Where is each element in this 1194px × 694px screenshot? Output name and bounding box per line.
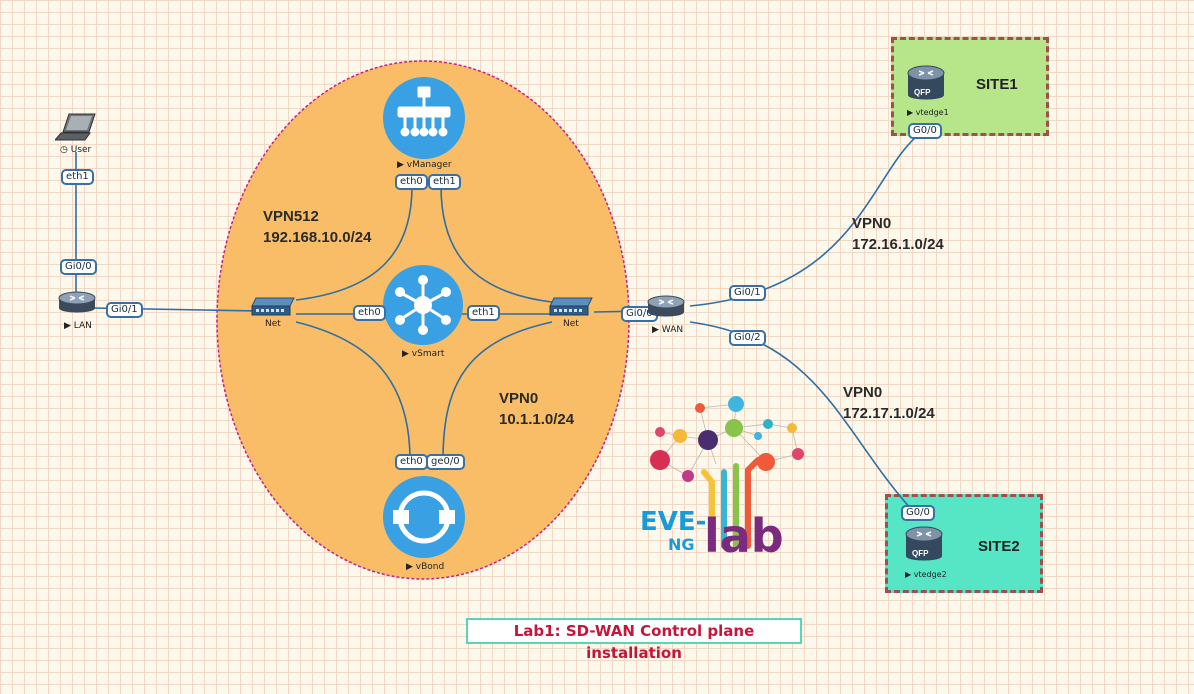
vedge1-badge: QFP <box>914 88 931 97</box>
port-vedge2-g00[interactable]: G0/0 <box>901 505 935 521</box>
vedge1-node-label: ▶ vtedge1 <box>907 108 949 117</box>
port-vbond-eth0[interactable]: eth0 <box>395 454 428 470</box>
vpn0-transport-label: VPN0 10.1.1.0/24 <box>499 390 575 428</box>
play-icon: ▶ <box>406 562 413 572</box>
vpn0-site2-label: VPN0 172.17.1.0/24 <box>843 384 935 422</box>
site2-label: SITE2 <box>978 538 1020 555</box>
eve-ng-logo: EVE- NG lab <box>640 396 804 560</box>
vmanager-icon[interactable] <box>383 77 465 159</box>
port-vmanager-eth1[interactable]: eth1 <box>428 174 461 190</box>
vedge2-router-icon[interactable] <box>904 524 944 566</box>
vpn0-site1-label: VPN0 172.16.1.0/24 <box>852 215 944 253</box>
port-vmanager-eth0[interactable]: eth0 <box>395 174 428 190</box>
play-icon: ▶ <box>652 325 659 335</box>
clock-icon: ◷ <box>60 145 68 155</box>
logo-lab-text: lab <box>704 509 784 560</box>
user-node-label: ◷ User <box>60 145 92 155</box>
switch-right-icon[interactable] <box>548 296 594 318</box>
link-net-vmanager[interactable] <box>295 185 413 301</box>
net-left-label: Net <box>265 319 281 329</box>
port-lan-gi00[interactable]: Gi0/0 <box>60 259 97 275</box>
port-wan-gi02[interactable]: Gi0/2 <box>729 330 766 346</box>
port-user-eth1[interactable]: eth1 <box>61 169 94 185</box>
switch-left-icon[interactable] <box>250 296 296 318</box>
play-icon: ▶ <box>905 570 912 579</box>
vsmart-node-label: ▶ vSmart <box>402 349 445 359</box>
lan-router-icon[interactable] <box>56 289 98 319</box>
vpn512-label: VPN512 192.168.10.0/24 <box>263 208 372 246</box>
vedge2-node-label: ▶ vtedge2 <box>905 570 947 579</box>
link-vmanager-net[interactable] <box>440 185 553 303</box>
vedge2-badge: QFP <box>912 549 929 558</box>
link-net-vbond[interactable] <box>295 321 411 461</box>
net-right-label: Net <box>563 319 579 329</box>
port-vsmart-eth1[interactable]: eth1 <box>467 305 500 321</box>
logo-ng-text: NG <box>668 535 695 554</box>
vmanager-node-label: ▶ vManager <box>397 160 452 170</box>
site1-label: SITE1 <box>976 76 1018 93</box>
logo-eve-text: EVE- <box>640 507 706 537</box>
wan-node-label: ▶ WAN <box>652 325 684 335</box>
play-icon: ▶ <box>907 108 914 117</box>
link-vbond-net[interactable] <box>442 321 553 461</box>
wan-router-icon[interactable] <box>645 293 687 323</box>
laptop-icon[interactable] <box>55 112 99 144</box>
vedge1-router-icon[interactable] <box>906 63 946 105</box>
port-vsmart-eth0[interactable]: eth0 <box>353 305 386 321</box>
lab-title: Lab1: SD-WAN Control plane installation <box>466 618 802 662</box>
lan-node-label: ▶ LAN <box>64 321 92 331</box>
vbond-node-label: ▶ vBond <box>406 562 445 572</box>
play-icon: ▶ <box>64 321 71 331</box>
vbond-icon[interactable] <box>383 476 465 558</box>
play-icon: ▶ <box>402 349 409 359</box>
port-vbond-ge00[interactable]: ge0/0 <box>426 454 465 470</box>
port-wan-gi01[interactable]: Gi0/1 <box>729 285 766 301</box>
port-vedge1-g00[interactable]: G0/0 <box>908 123 942 139</box>
vsmart-icon[interactable] <box>383 265 463 345</box>
play-icon: ▶ <box>397 160 404 170</box>
port-lan-gi01[interactable]: Gi0/1 <box>106 302 143 318</box>
